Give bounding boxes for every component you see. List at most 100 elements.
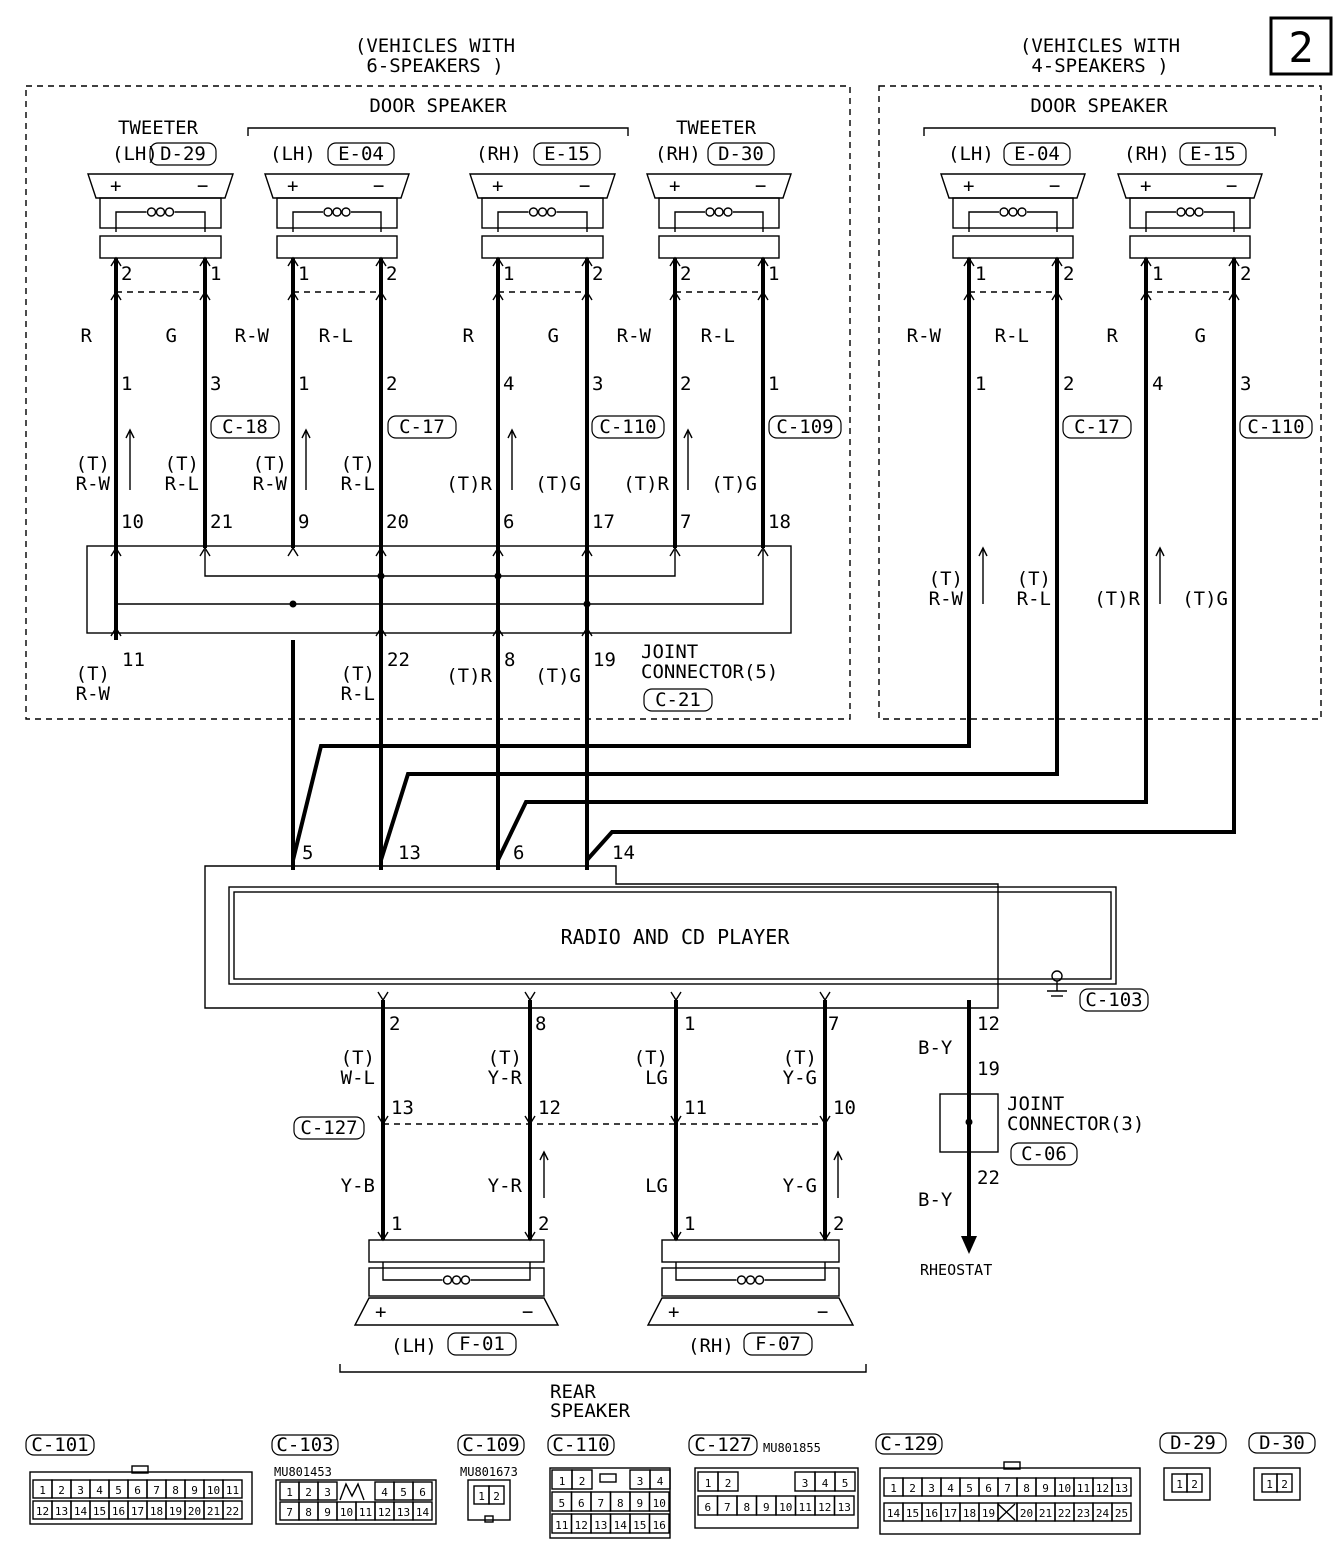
c103-r1a-pin: 3 [324,1486,331,1499]
spk6-conn-box [1179,142,1247,166]
spk3-side: (RH) [476,143,522,165]
wire-4-tag2: R-L [1017,588,1051,610]
wire-6-bot-pin: 17 [592,511,615,533]
wire-4-top-pin: 1 [1152,263,1163,285]
c129-r1-pin: 9 [1042,1482,1049,1495]
joint-connector-5-internals [115,550,764,608]
tweeter-label-lh: TWEETER [118,117,199,139]
c129-r1-pin: 4 [947,1482,954,1495]
rheostat-circuit: B-Y 19 22 B-Y RHEOSTAT [918,1000,1000,1279]
d29-r1-cell [1186,1473,1203,1493]
c129-r1-pin: 1 [890,1482,897,1495]
rear-lh-conn: F-01 [459,1333,505,1355]
rear-speaker-minus: − [817,1301,828,1323]
c110-box [591,415,665,439]
c129-r2-pin: 22 [1058,1507,1071,1520]
radio-outer-box [204,865,999,1009]
rear-wire-tag1: (T) [488,1047,522,1069]
page-number: 2 [1288,23,1313,72]
door-speaker-label-6: DOOR SPEAKER [369,95,507,117]
wire-6-joint-tag2: (T)R [446,665,492,687]
c127-r2-pin: 13 [838,1501,851,1514]
d30-label: D-30 [1259,1432,1305,1454]
wire-4-1: 1R-W1(T)R-W [907,256,986,610]
c109-r1-pin: 2 [493,1490,500,1503]
c129-r1-pin: 6 [985,1482,992,1495]
c103-part: MU801453 [274,1465,332,1479]
wire-4-4: 2G3(T)G [1182,256,1251,610]
c129-r1-cell [1111,1477,1132,1497]
radio-pin-6: 6 [513,842,524,864]
c129-r1-pin: 11 [1077,1482,1090,1495]
c110-r1a-cell [571,1469,593,1490]
c103-r2-pin: 9 [324,1506,331,1519]
c129-r2-pin: 16 [925,1507,938,1520]
c110-r3-pin: 11 [555,1519,568,1532]
rear-speaker-plus: + [375,1301,386,1323]
speaker-4-2-plus: + [1140,175,1151,197]
spk2-side: (LH) [270,143,316,165]
wire-6-bot-pin: 21 [210,511,233,533]
wire-6-top-pin: 1 [503,263,514,285]
joint-connector-3-box [939,1093,999,1153]
wire-6-tag2: R-W [76,473,111,495]
c103-r2-pin: 7 [286,1506,293,1519]
c127-r1b-pin: 3 [802,1477,809,1490]
rear-speaker-brace [339,1364,867,1373]
rear-wire-spk-pin: 1 [391,1213,402,1235]
speaker-6-4-plus: + [669,175,680,197]
wire-6-mid-pin: 2 [680,373,691,395]
wire-6-tag2: (T)R [446,473,492,495]
c127-label: C-127 [694,1434,751,1456]
speaker-6-2-minus: − [373,175,384,197]
c101-r2-pin: 15 [93,1505,106,1518]
c101-r2-pin: 13 [55,1505,68,1518]
joint-connector-5-line1: JOINT [641,641,698,663]
wire-4-tag2: (T)R [1094,588,1140,610]
spk4-conn: D-30 [718,143,764,165]
wire-6-color: G [166,325,177,347]
f07-box [743,1332,813,1356]
joint-connector-3-line2: CONNECTOR(3) [1007,1113,1144,1135]
c109-label: C-109 [462,1434,519,1456]
c129-r1-pin: 5 [966,1482,973,1495]
c129-label: C-129 [880,1433,937,1455]
c109-label: C-109 [776,416,833,438]
c110-label-4: C-110 [1247,416,1304,438]
rear-wire-color: Y-G [783,1175,817,1197]
c110-r2-pin: 6 [578,1497,585,1510]
spk2-conn-box [327,142,395,166]
c127-r2-pin: 7 [724,1501,731,1514]
wire-6-tag1: (T) [253,453,287,475]
rear-wire-mid-pin: 11 [684,1097,707,1119]
c110-r2-pin: 7 [597,1497,604,1510]
radio-pin-5: 5 [302,842,313,864]
c21-label: C-21 [655,689,701,711]
joint-connector-3-line1: JOINT [1007,1093,1064,1115]
wire-4-color: R-L [995,325,1029,347]
rheostat-label: RHEOSTAT [920,1261,992,1279]
wire-6-color: R-L [701,325,735,347]
wire-4-mid-pin: 2 [1063,373,1074,395]
wire-4-tag1: (T) [1017,568,1051,590]
rear-wire-tag2: Y-G [783,1067,817,1089]
wire-4-color: R-W [907,325,942,347]
c110-r1b-cell [649,1469,671,1490]
rear-wire-tag1: (T) [783,1047,817,1069]
wire-6-bot-pin: 7 [680,511,691,533]
speaker-6-1-minus: − [197,175,208,197]
d30-r1-cell [1276,1473,1293,1493]
wire-6-mid-pin: 1 [298,373,309,395]
c110-r1b-pin: 3 [637,1475,644,1488]
wire-6-bot-pin: 9 [298,511,309,533]
wire-6-tag2: (T)R [623,473,669,495]
spk5-conn: E-04 [1014,143,1060,165]
rear-wire-tag2: LG [645,1067,668,1089]
rear-rh-conn: F-07 [755,1333,801,1355]
rear-speaker-1: +− [353,1239,560,1326]
